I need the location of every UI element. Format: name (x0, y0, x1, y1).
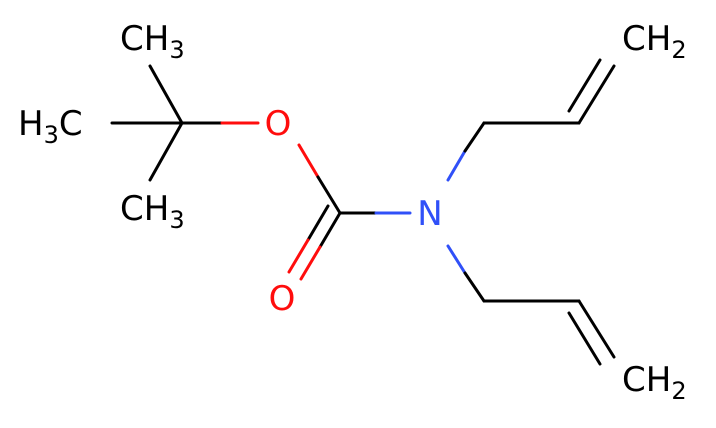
bond-n-ch2-up-black (463, 121, 486, 153)
bond-ch-ch2-down-a (577, 299, 616, 359)
bond-o-cc-red (297, 143, 320, 179)
bond-n-ch2-down-blue (446, 244, 467, 275)
bond-co-double-a-red (299, 245, 322, 281)
bond-co-double-a-black (318, 211, 342, 249)
atom-h3c-left: H3C (18, 104, 83, 149)
atom-o-carbonyl: O (269, 279, 296, 319)
bond-cq-ch3-top (148, 64, 184, 125)
bond-ch-ch2-down-b (567, 311, 602, 366)
atom-ch2-bottom: CH2 (622, 360, 687, 405)
bond-co-double-b-red (287, 238, 310, 274)
atom-o-ester: O (265, 104, 292, 144)
bond-co-double-b-black (306, 204, 330, 242)
bond-n-ch2-down-black (463, 271, 486, 303)
bond-n-ch2-up-blue (446, 149, 467, 182)
atom-ch2-top: CH2 (622, 19, 687, 64)
atom-ch3-top: CH3 (120, 19, 185, 64)
atom-ch3-bottom: CH3 (120, 189, 185, 234)
bond-ch-ch2-up-b (567, 58, 602, 113)
bond-ch-ch2-up-a (577, 64, 616, 125)
bond-cq-ch3-bottom (148, 121, 184, 182)
bond-o-cc-black (316, 175, 342, 215)
atom-n: N (417, 194, 442, 234)
